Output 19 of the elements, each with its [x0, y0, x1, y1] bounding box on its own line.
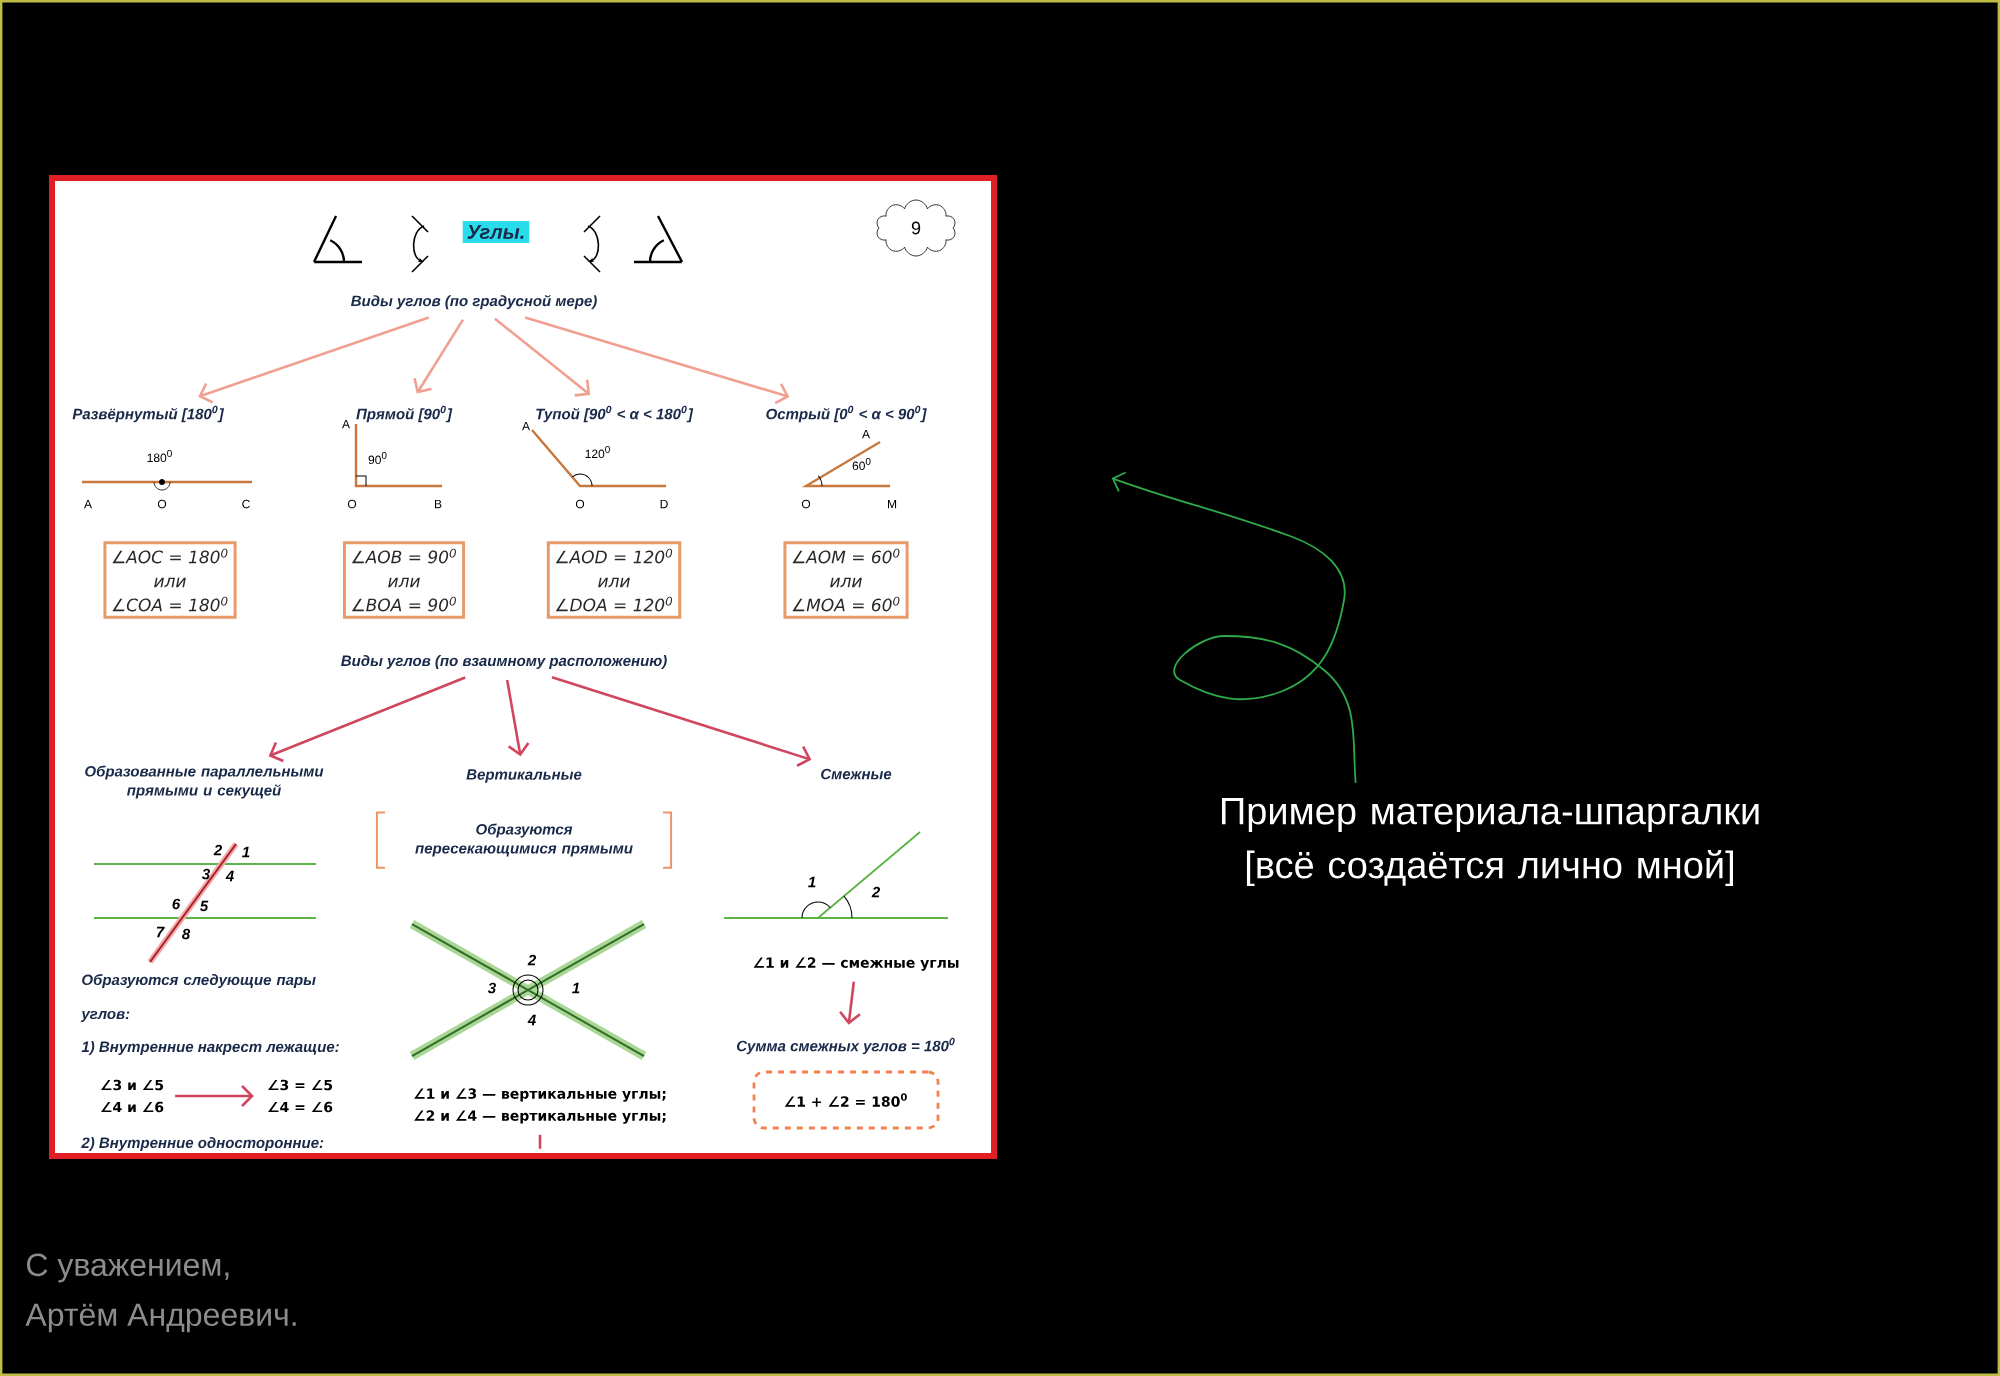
arrow	[413, 318, 465, 394]
arrow	[494, 317, 591, 397]
arrow	[839, 981, 861, 1025]
arrow	[198, 316, 430, 404]
page-number-cloud: 9	[876, 199, 956, 257]
closing-text: С уважением,	[27, 1253, 229, 1283]
arrow	[524, 316, 790, 405]
arrow	[268, 676, 466, 763]
arrow	[505, 679, 530, 757]
formula-box: ∠AOD = 120$^{0}$ или ∠DOA = 120$^{0}$	[546, 541, 682, 619]
arrow	[1111, 471, 1357, 784]
title-badge: Углы.	[462, 221, 530, 243]
formula-box: ∠AOM = 60$^{0}$ или ∠MOA = 60$^{0}$	[783, 541, 909, 619]
caption-text: Пример материала-шпаргалки [всё создаётся лично мной]	[1222, 798, 1759, 886]
formula-box: ∠AOB = 90$^{0}$ или ∠BOA = 90$^{0}$	[342, 541, 466, 619]
formula-box: ∠AOC = 180$^{0}$ или ∠COA = 180$^{0}$	[103, 541, 237, 619]
closing-text: Артём Андреевич.	[25, 1303, 296, 1333]
arrow	[175, 1085, 254, 1107]
arrow	[551, 676, 812, 767]
